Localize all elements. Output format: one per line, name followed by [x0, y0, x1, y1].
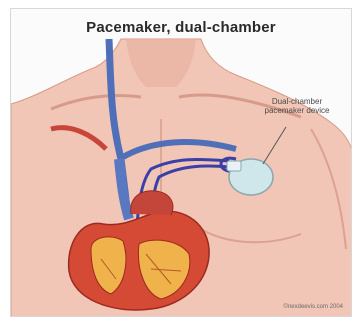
figure-title: Pacemaker, dual-chamber: [11, 19, 351, 36]
pacemaker-header: [227, 161, 241, 171]
device-callout-label: Dual-chamber pacemaker device: [257, 97, 337, 115]
copyright-credit: ©nexdeevis.com 2004: [284, 304, 343, 310]
illustration-panel: Pacemaker, dual-chamber Dual-chamber pac…: [10, 8, 352, 317]
anatomy-illustration: [11, 9, 352, 317]
